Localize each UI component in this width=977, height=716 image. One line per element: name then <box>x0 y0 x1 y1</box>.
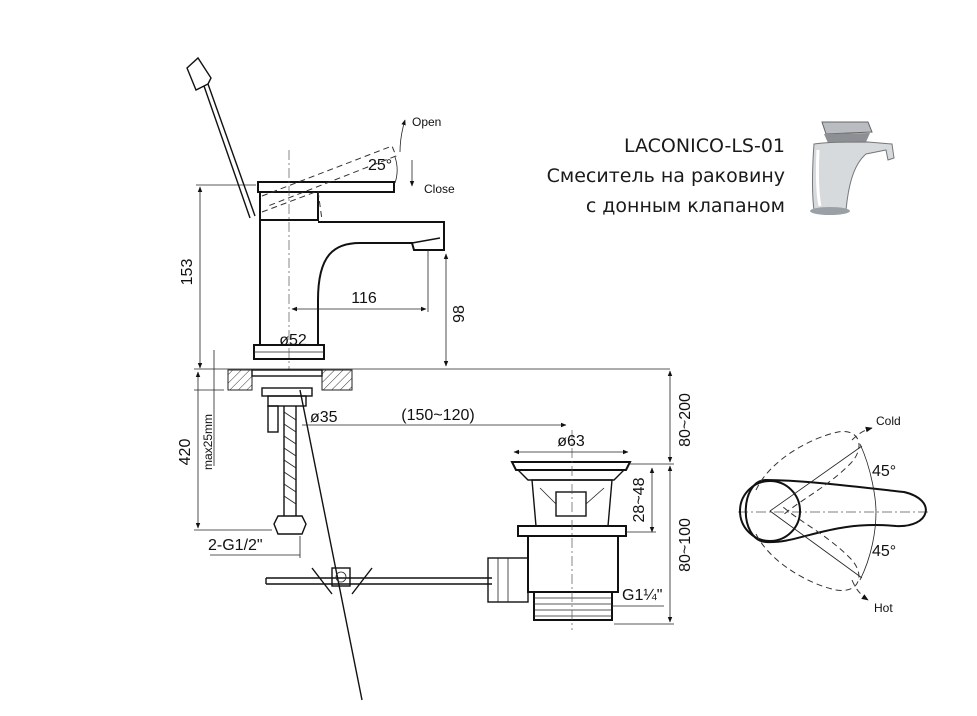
hose-420-label: 420 <box>177 439 194 466</box>
waste-valve: (150~120) ø63 80~200 28~48 80~100 G1¼" <box>302 370 694 630</box>
countertop: max25mm ø35 <box>194 350 670 470</box>
hoses: 420 2-G1/2" <box>177 371 307 558</box>
height-153-label: 153 <box>179 259 196 286</box>
reach-116-label: 116 <box>351 290 377 307</box>
shank-diameter-label: ø35 <box>310 409 338 426</box>
description-line-1: Смеситель на раковину <box>547 165 785 187</box>
faucet-side-view: Open Close 25° 153 116 98 ø52 <box>179 56 468 370</box>
waste-diameter-label: ø63 <box>557 433 585 450</box>
hot-label: Hot <box>874 601 893 615</box>
product-photo <box>810 121 895 215</box>
close-label: Close <box>424 182 455 196</box>
popup-linkage <box>265 389 492 701</box>
waste-80-200-label: 80~200 <box>677 393 694 447</box>
lever-top-view: 45° 45° Cold Hot <box>738 414 930 615</box>
max-thickness-label: max25mm <box>201 414 215 470</box>
cold-label: Cold <box>876 414 901 428</box>
product-header: LACONICO-LS-01 Смеситель на раковину с д… <box>547 135 785 217</box>
open-label: Open <box>412 115 441 129</box>
thread-label: G1¼" <box>622 587 662 604</box>
connection-label: 2-G1/2" <box>208 537 263 554</box>
model-name: LACONICO-LS-01 <box>624 135 785 157</box>
spout-98-label: 98 <box>451 305 468 323</box>
description-line-2: с донным клапаном <box>586 195 785 217</box>
offset-range-label: (150~120) <box>401 407 474 424</box>
waste-80-100-label: 80~100 <box>677 518 694 572</box>
cold-angle-label: 45° <box>872 463 896 480</box>
hot-angle-label: 45° <box>872 543 896 560</box>
base-diameter-label: ø52 <box>279 332 307 349</box>
waste-28-48-label: 28~48 <box>631 477 648 522</box>
lever-angle-label: 25° <box>368 157 392 174</box>
